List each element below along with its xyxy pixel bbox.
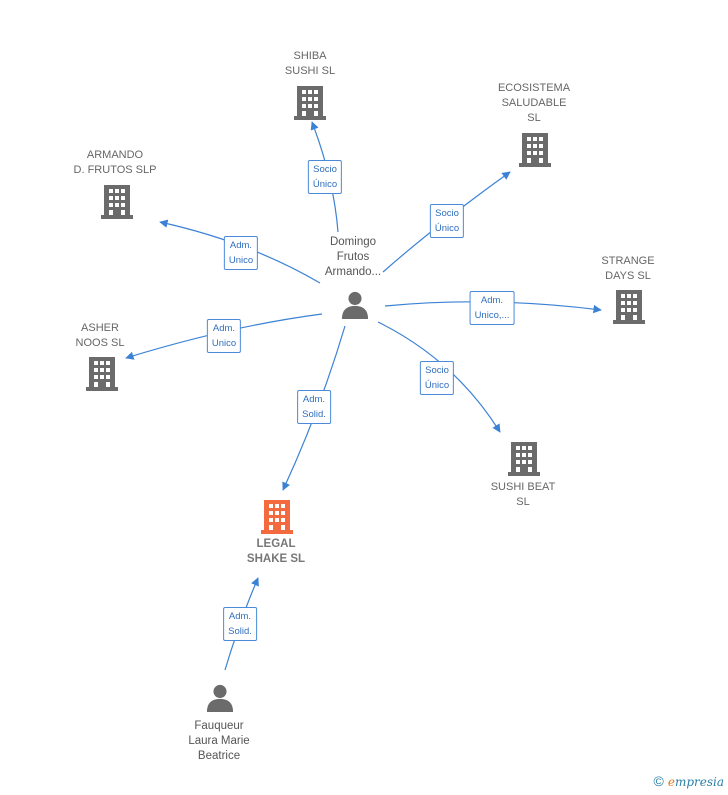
copyright-icon: © [653,773,664,789]
edge-label-to-legal: Adm. Solid. [297,390,331,424]
node-label-strange[interactable]: STRANGE DAYS SL [601,255,655,282]
edge-label-to-shiba: Socio Único [307,160,343,194]
edge-label-to-armando: Adm. Unico [223,236,259,270]
shiba-building-icon[interactable] [294,86,326,120]
edge-label-to-sushibeat: Socio Único [419,361,455,395]
asher-building-icon[interactable] [86,357,118,391]
edge-label-to-strange: Adm. Unico,... [469,291,515,325]
empresia-watermark: ©empresia [654,773,725,789]
node-label-armando[interactable]: ARMANDO D. FRUTOS SLP [73,149,157,176]
node-label-domingo[interactable]: Domingo Frutos Armando... [324,236,382,278]
edge-label-to-ecosistema: Socio Único [429,204,465,238]
node-label-asher[interactable]: ASHER NOOS SL [75,322,125,349]
node-label-legal[interactable]: LEGAL SHAKE SL [246,538,306,565]
strange-building-icon[interactable] [613,290,645,324]
fauqueur-person-icon[interactable] [206,684,234,712]
sushibeat-building-icon[interactable] [508,442,540,476]
ecosistema-building-icon[interactable] [519,133,551,167]
edge-label-to-asher: Adm. Unico [206,319,242,353]
node-label-fauqueur[interactable]: Fauqueur Laura Marie Beatrice [188,720,250,762]
legal-building-icon[interactable] [261,500,293,534]
domingo-person-icon[interactable] [341,291,369,319]
brand-logo: empresia [667,775,724,789]
edges [125,121,602,671]
icons [86,86,645,712]
node-label-ecosistema[interactable]: ECOSISTEMA SALUDABLE SL [497,82,571,124]
armando-building-icon[interactable] [101,185,133,219]
node-label-sushibeat[interactable]: SUSHI BEAT SL [490,481,556,508]
edge-label-fauqueur-to-legal: Adm. Solid. [223,607,257,641]
node-label-shiba[interactable]: SHIBA SUSHI SL [284,50,336,77]
